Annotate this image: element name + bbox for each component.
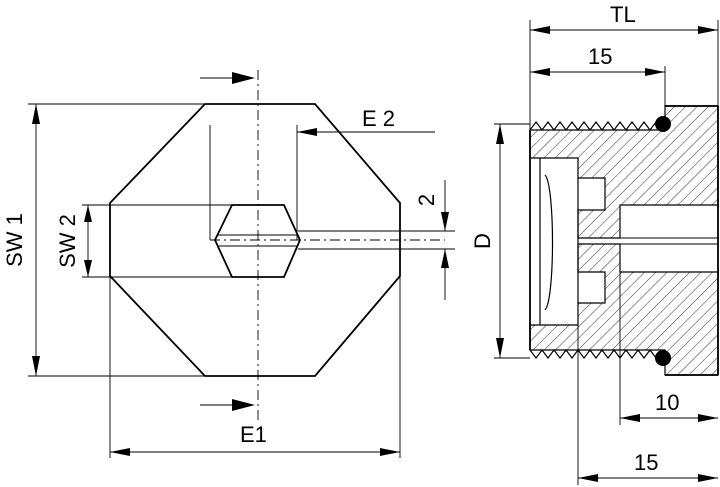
section-body-upper: [529, 105, 719, 239]
section-arrow-bottom: [232, 399, 255, 411]
top15-label: 15: [588, 44, 612, 69]
o-ring-top: [655, 116, 671, 132]
tl-arrow-left: [530, 26, 550, 34]
hex-socket: [214, 204, 301, 278]
ten-label: 10: [655, 390, 679, 415]
sw2-arrow-bottom: [84, 260, 92, 277]
o-ring-bottom: [655, 350, 671, 366]
sw1-arrow-bottom: [32, 356, 40, 376]
inner-cavity: [539, 158, 579, 325]
sw1-arrow-top: [32, 104, 40, 124]
top15-arrow-left: [530, 68, 550, 76]
two-label: 2: [414, 194, 439, 206]
thread-top: [529, 121, 663, 131]
section-arrow-top: [232, 72, 255, 84]
e2-label: E 2: [362, 106, 395, 131]
d-arrow-top: [496, 124, 504, 144]
bottom15-arrow-left: [578, 474, 598, 482]
two-arrow-bottom: [441, 249, 449, 268]
sw2-arrow-top: [84, 205, 92, 222]
bottom15-arrow-right: [698, 474, 718, 482]
e1-arrow-right: [380, 448, 400, 456]
tl-label: TL: [610, 2, 636, 27]
thread-bottom: [529, 349, 663, 359]
two-arrow-top: [441, 212, 449, 231]
octagon-outline: [109, 103, 401, 377]
tl-arrow-right: [698, 26, 718, 34]
top15-arrow-right: [645, 68, 665, 76]
e2-arrow: [297, 128, 317, 136]
e1-label: E1: [240, 422, 267, 447]
front-view: SW 1 SW 2 E 2 2 E1: [2, 70, 455, 458]
section-view: D TL 15 10 15: [470, 2, 719, 485]
ten-arrow-left: [620, 414, 640, 422]
d-label: D: [470, 233, 495, 249]
bottom15-label: 15: [634, 450, 658, 475]
e1-arrow-left: [110, 448, 130, 456]
ten-arrow-right: [698, 414, 718, 422]
sw1-label: SW 1: [2, 213, 27, 267]
d-arrow-bottom: [496, 338, 504, 358]
sw2-label: SW 2: [55, 214, 80, 268]
